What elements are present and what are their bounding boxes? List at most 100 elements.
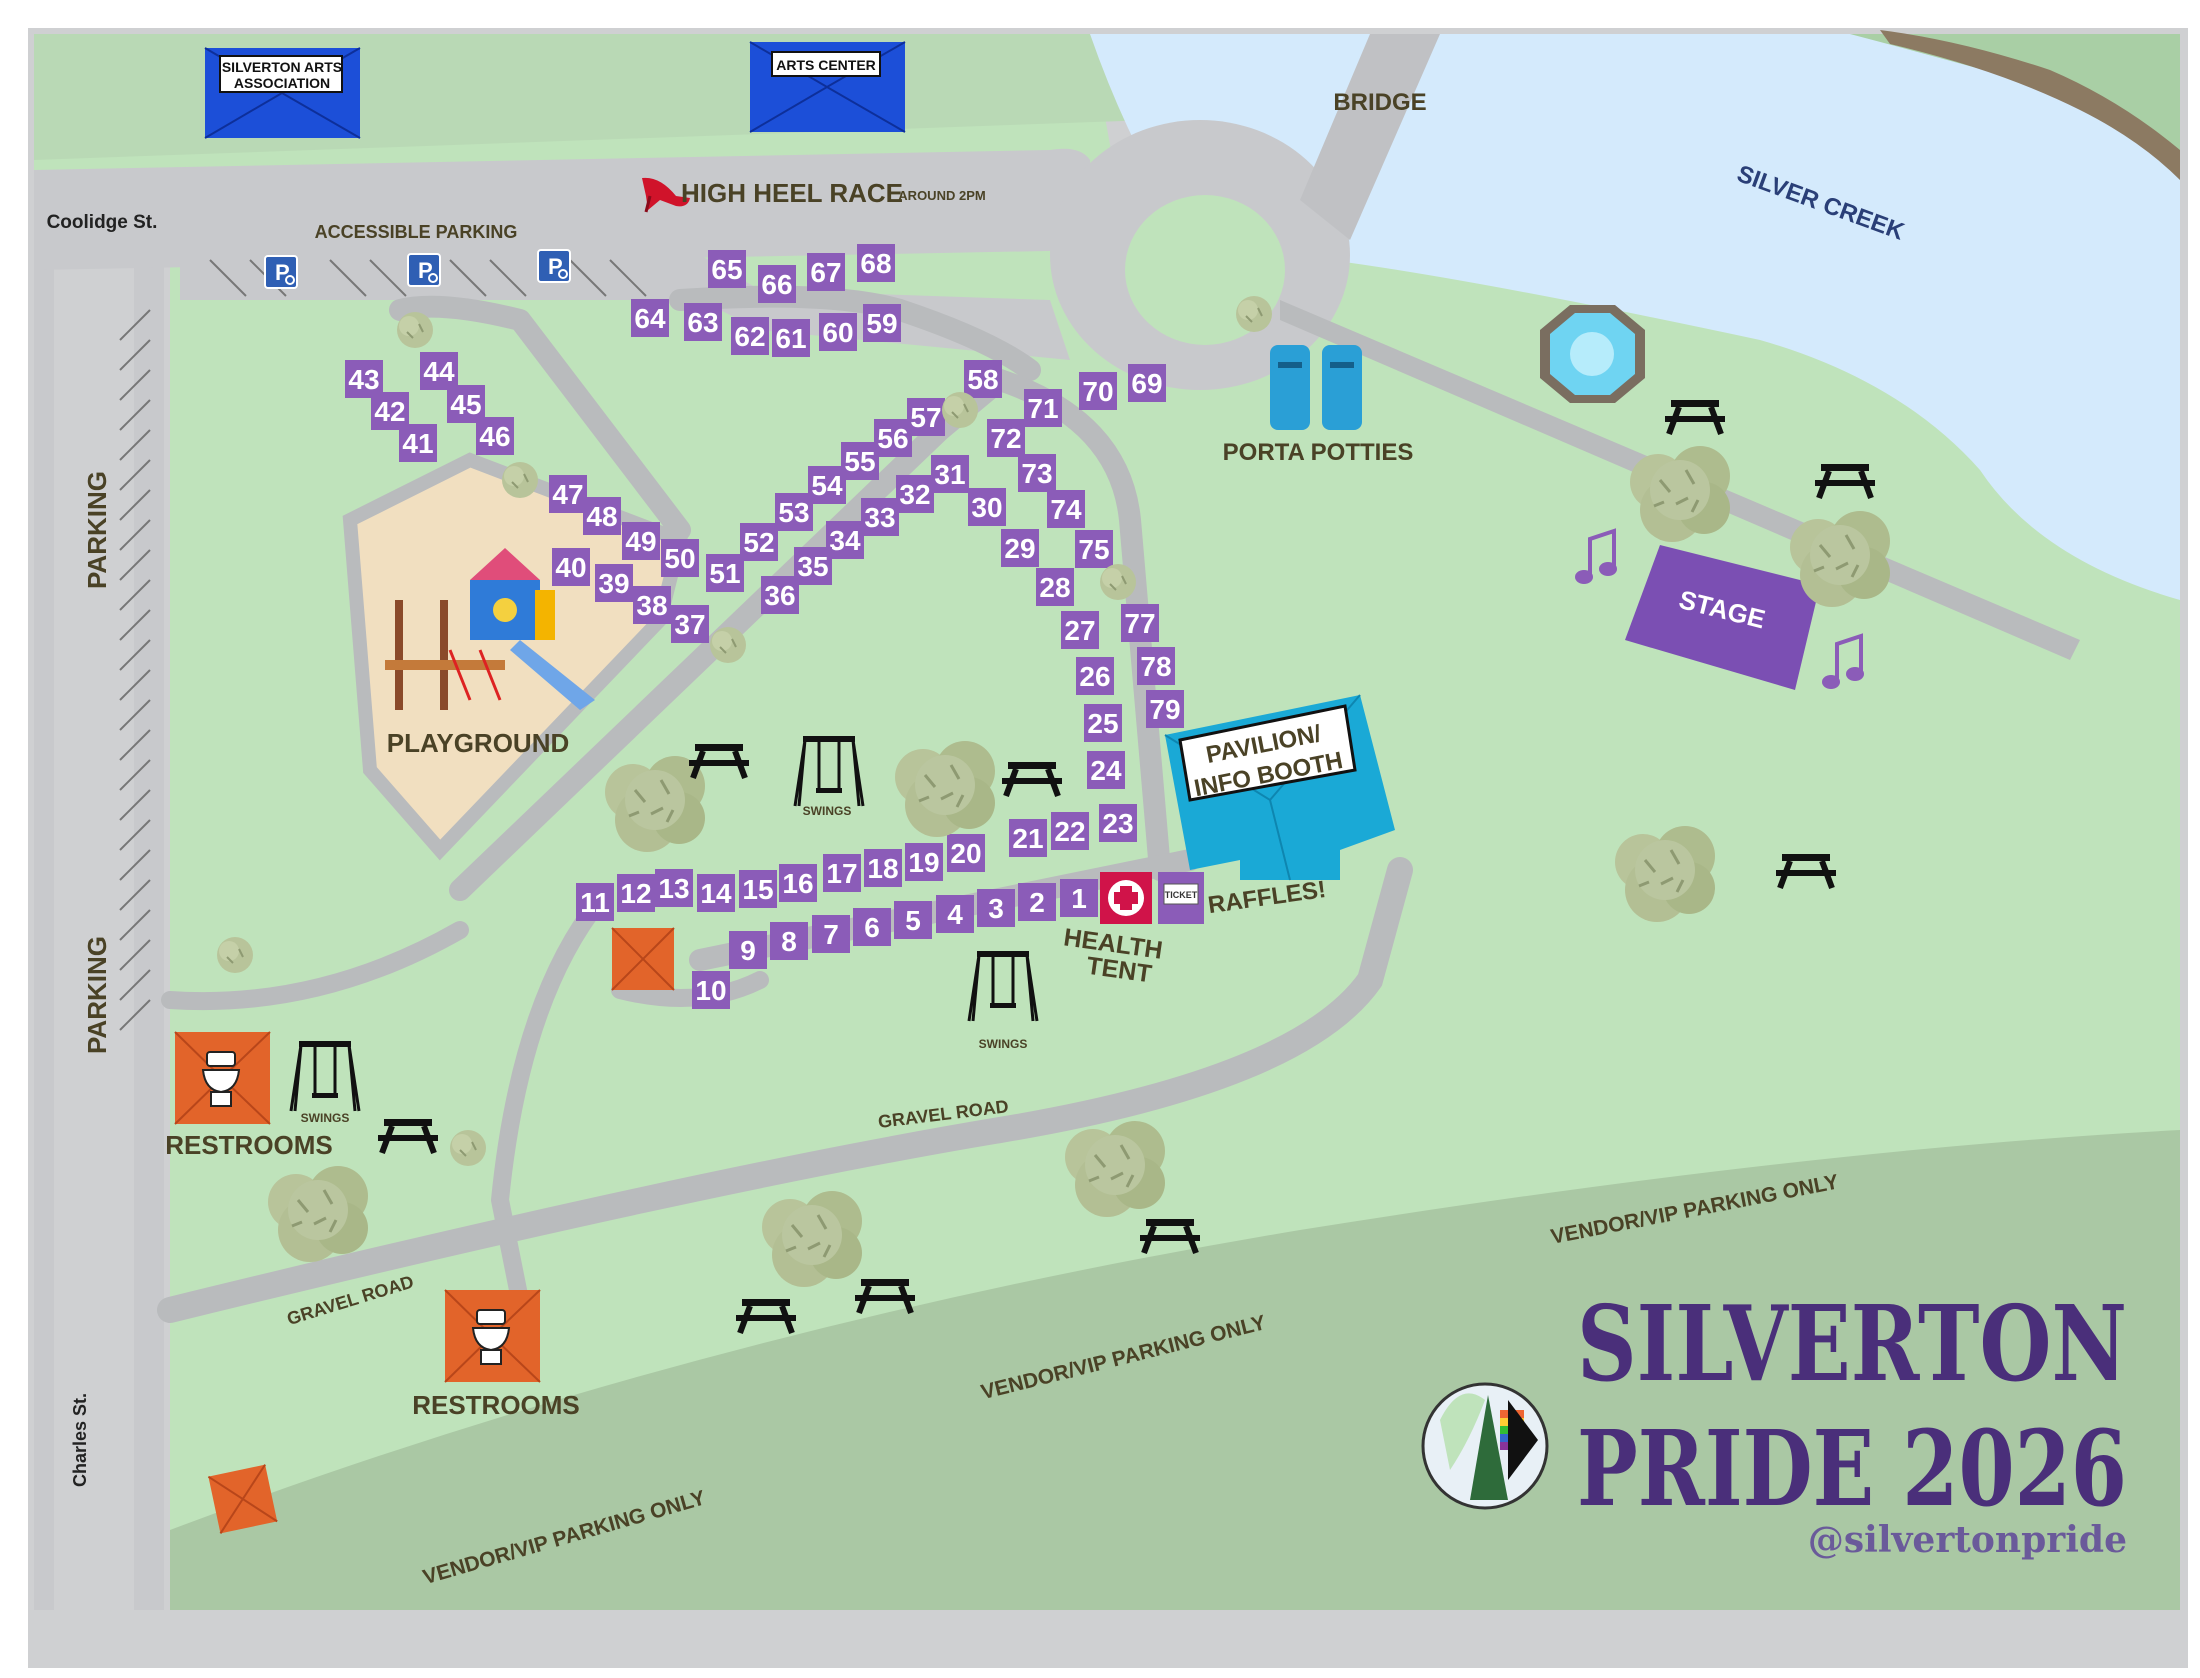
booth-9: 9 — [729, 931, 767, 969]
booth-64: 64 — [631, 299, 669, 337]
charles-st-label: Charles St. — [70, 1393, 90, 1487]
booth-tile — [447, 385, 485, 423]
arts-center-building — [749, 41, 906, 133]
booth-number: 71 — [1027, 393, 1058, 424]
booth-number: 67 — [810, 257, 841, 288]
booth-72: 72 — [987, 419, 1025, 457]
booth-number: 50 — [664, 543, 695, 574]
booth-15: 15 — [739, 870, 777, 908]
south-road — [34, 1610, 2184, 1640]
booth-63: 63 — [684, 303, 722, 341]
booth-number: 62 — [734, 321, 765, 352]
booth-tile — [775, 493, 813, 531]
riverbank-edge — [1880, 30, 2180, 180]
booth-number: 64 — [634, 303, 666, 334]
booth-number: 24 — [1090, 755, 1122, 786]
booth-28: 28 — [1036, 568, 1074, 606]
booth-number: 34 — [829, 525, 861, 556]
booth-69: 69 — [1128, 364, 1166, 402]
booth-number: 12 — [620, 878, 651, 909]
booth-60: 60 — [819, 313, 857, 351]
booth-71: 71 — [1024, 389, 1062, 427]
tree-icon — [449, 1129, 487, 1167]
arts-association-label-line2: ASSOCIATION — [234, 75, 330, 91]
booth-tile — [708, 250, 746, 288]
restrooms-label-2: RESTROOMS — [412, 1390, 580, 1420]
booth-22: 22 — [1051, 812, 1089, 850]
booth-tile — [1099, 804, 1137, 842]
booth-tile — [812, 915, 850, 953]
booth-number: 52 — [743, 527, 774, 558]
booth-tile — [977, 889, 1015, 927]
booth-number: 4 — [947, 899, 963, 930]
booth-number: 33 — [864, 502, 895, 533]
bridge-label: BRIDGE — [1333, 89, 1426, 116]
pavilion-building — [1164, 694, 1395, 881]
booth-75: 75 — [1075, 530, 1113, 568]
booth-23: 23 — [1099, 804, 1137, 842]
booth-number: 6 — [864, 912, 880, 943]
swings-label-3: SWINGS — [301, 1111, 350, 1125]
restrooms-label-1: RESTROOMS — [165, 1130, 333, 1160]
booth-number: 69 — [1131, 368, 1162, 399]
booth-tile — [371, 392, 409, 430]
arts-center-label: ARTS CENTER — [776, 57, 876, 73]
booth-number: 74 — [1050, 494, 1082, 525]
booth-tile — [863, 304, 901, 342]
booth-number: 73 — [1021, 458, 1052, 489]
booth-tile — [399, 424, 437, 462]
booth-number: 48 — [586, 501, 617, 532]
booth-tile — [819, 313, 857, 351]
booth-number: 1 — [1071, 883, 1087, 914]
booth-30: 30 — [968, 488, 1006, 526]
booth-tile — [576, 883, 614, 921]
booth-17: 17 — [823, 854, 861, 892]
booth-number: 65 — [711, 254, 742, 285]
arts-association-building — [204, 47, 361, 139]
booth-66: 66 — [758, 265, 796, 303]
small-shelter-2 — [207, 1464, 278, 1534]
booth-tile — [661, 539, 699, 577]
booth-tile — [706, 554, 744, 592]
booth-tile — [692, 971, 730, 1009]
booth-number: 79 — [1149, 694, 1180, 725]
booth-tile — [655, 869, 693, 907]
booth-39: 39 — [595, 564, 633, 602]
booth-70: 70 — [1079, 372, 1117, 410]
booth-number: 31 — [934, 459, 965, 490]
booth-1: 1 — [1060, 879, 1098, 917]
booth-tile — [779, 864, 817, 902]
booth-tile — [794, 547, 832, 585]
booth-tile — [1128, 364, 1166, 402]
booth-51: 51 — [706, 554, 744, 592]
booth-tile — [420, 352, 458, 390]
booth-tile — [1024, 389, 1062, 427]
booth-number: 5 — [905, 905, 921, 936]
booth-number: 15 — [742, 874, 773, 905]
booth-number: 36 — [764, 580, 795, 611]
bridge-road — [1300, 34, 1440, 240]
booth-tile — [770, 922, 808, 960]
booth-tile — [968, 488, 1006, 526]
booth-number: 17 — [826, 858, 857, 889]
booth-44: 44 — [420, 352, 458, 390]
booth-tile — [1076, 657, 1114, 695]
accessible-parking-icon — [537, 249, 571, 283]
booth-number: 3 — [988, 893, 1004, 924]
booth-tile — [853, 908, 891, 946]
booth-tile — [729, 931, 767, 969]
booth-20: 20 — [947, 834, 985, 872]
booth-79: 79 — [1146, 690, 1184, 728]
booth-4: 4 — [936, 895, 974, 933]
fountain-icon — [1540, 305, 1645, 403]
booth-number: 37 — [674, 609, 705, 640]
booth-6: 6 — [853, 908, 891, 946]
booth-number: 18 — [867, 853, 898, 884]
booth-67: 67 — [807, 253, 845, 291]
booth-number: 25 — [1087, 708, 1118, 739]
booth-53: 53 — [775, 493, 813, 531]
booth-tile — [617, 874, 655, 912]
booth-number: 41 — [402, 428, 433, 459]
tree-icon — [709, 626, 747, 664]
